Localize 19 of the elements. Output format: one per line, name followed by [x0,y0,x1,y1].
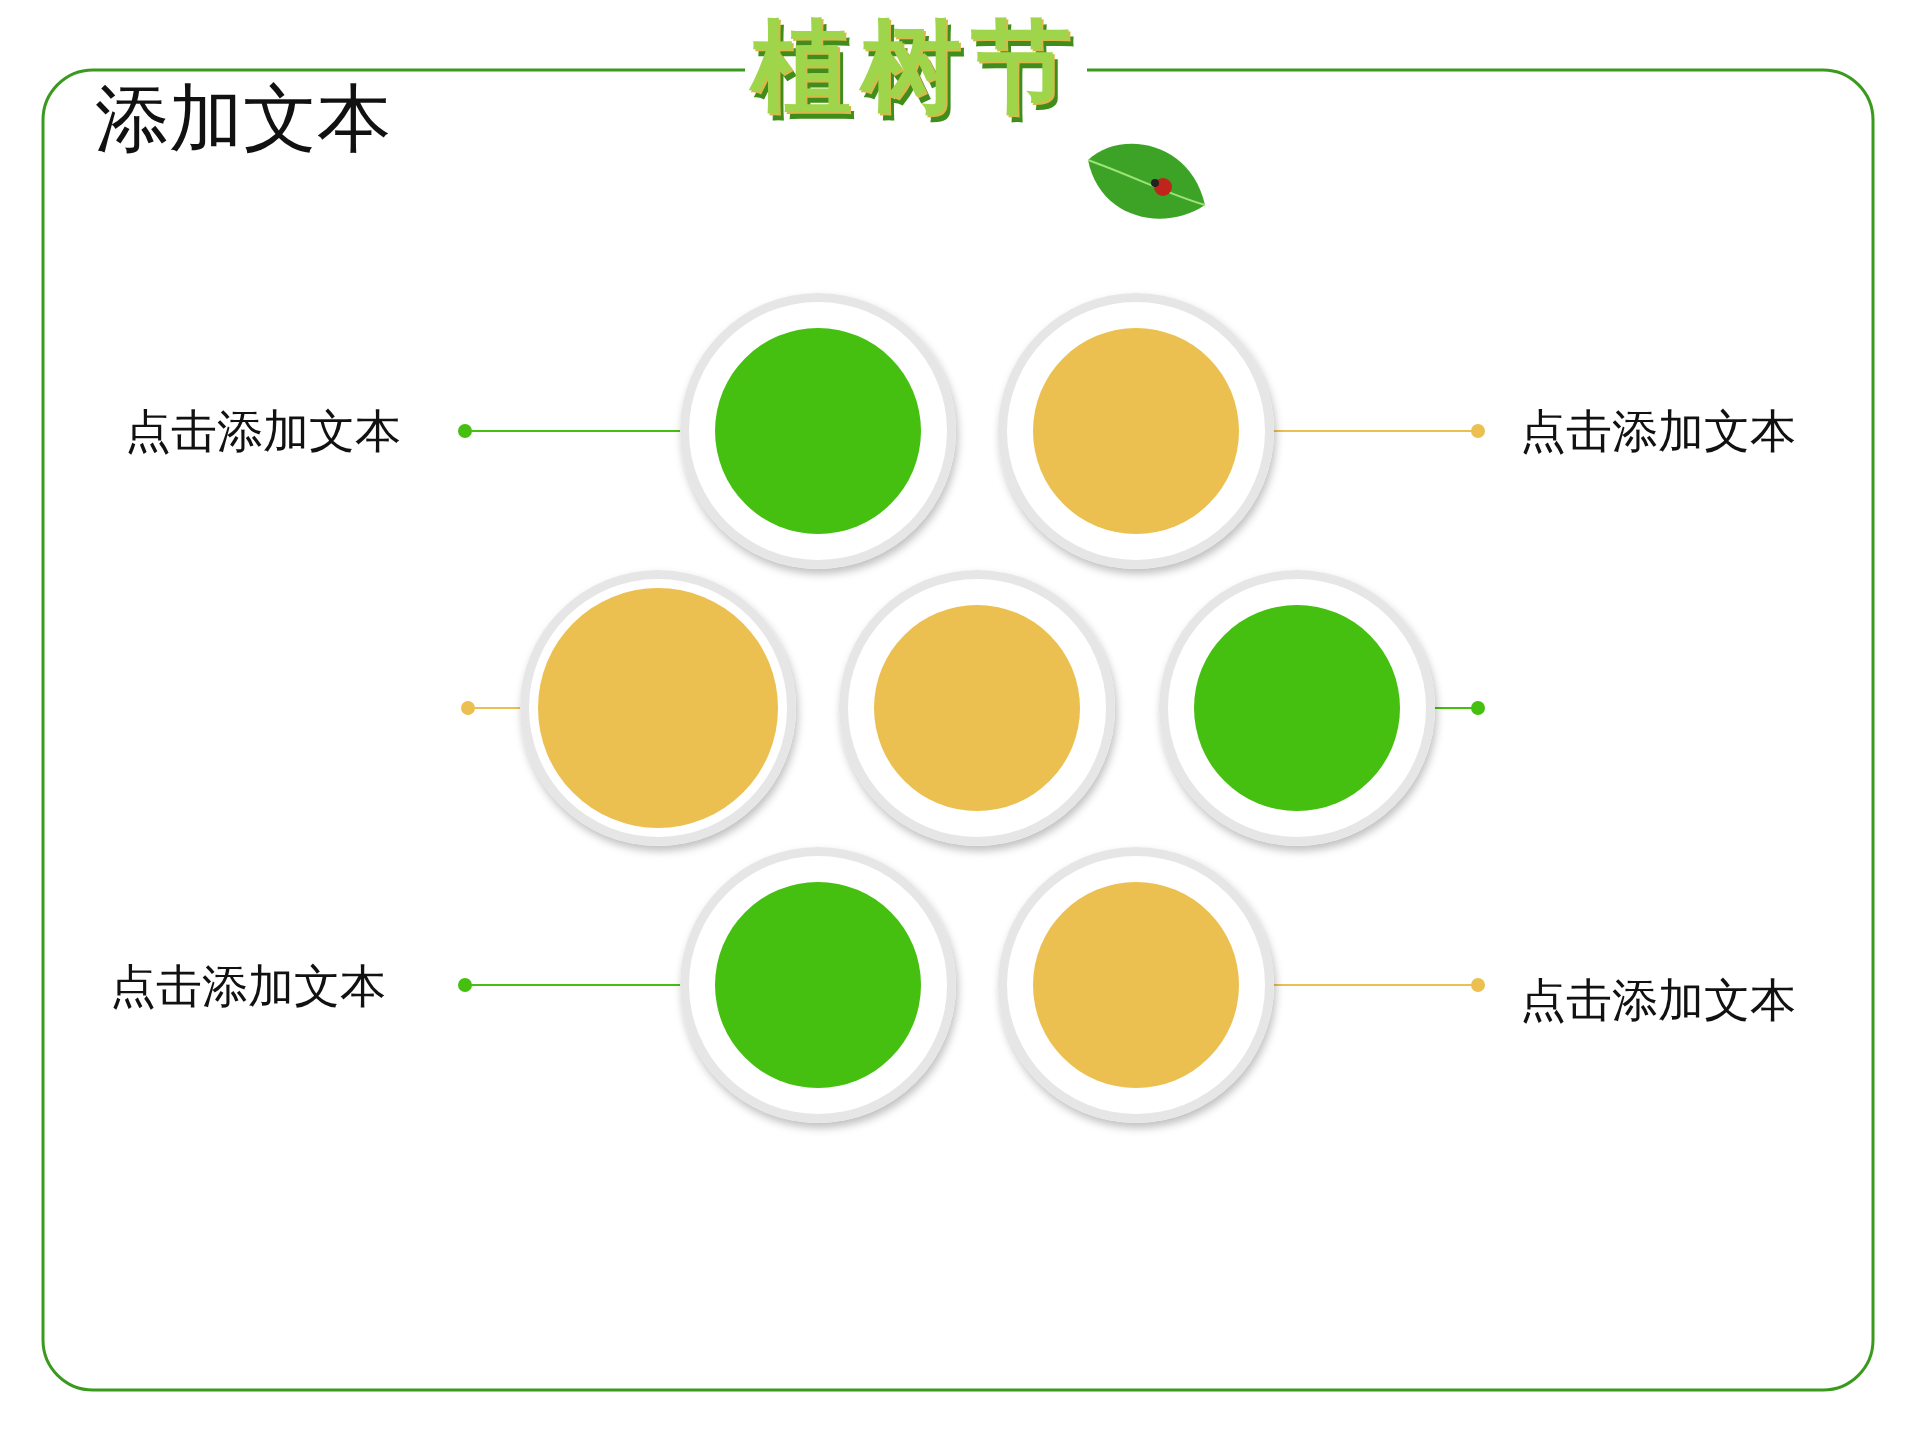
text-label: 点击添加文本 [1520,408,1796,454]
circle-node [680,847,956,1123]
connector-line [458,978,681,992]
circle-node [998,293,1274,569]
circle-node [680,293,956,569]
connector-line [1273,424,1485,438]
circle-node [839,570,1115,846]
circle-node [998,847,1274,1123]
connector-line [461,701,521,715]
text-label: 点击添加文本 [1520,977,1796,1023]
diagram-title: 植树节 [745,14,1087,119]
connector-line [458,424,681,438]
text-label: 点击添加文本 [125,408,401,454]
text-label: 点击添加文本 [110,963,386,1009]
circle-node [520,570,796,846]
circle-node [1159,570,1435,846]
connector-line [1273,978,1485,992]
connector-line [1434,701,1485,715]
heading-text: 添加文本 [95,81,391,155]
